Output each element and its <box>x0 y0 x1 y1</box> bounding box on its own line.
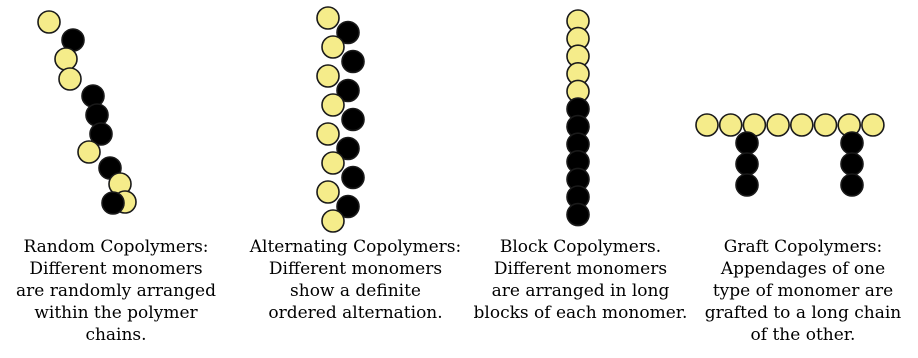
monomer-a-random <box>58 67 82 91</box>
caption-line: Different monomers <box>268 259 443 279</box>
monomer-b-graft <box>735 131 759 155</box>
caption-line: Different monomers <box>29 259 203 279</box>
monomer-b-random <box>101 191 125 215</box>
monomer-a-alternating <box>321 151 345 175</box>
monomer-a-random <box>37 10 61 34</box>
caption-graft: Graft Copolymers: Appendages of one type… <box>690 236 916 346</box>
caption-line: Alternating Copolymers: <box>249 237 462 257</box>
monomer-a-alternating <box>316 6 340 30</box>
monomer-b-random <box>81 84 105 108</box>
monomer-b-graft <box>735 173 759 197</box>
monomer-b-alternating <box>336 78 360 103</box>
caption-line: Random Copolymers: <box>23 237 209 257</box>
monomer-a-graft <box>766 113 790 137</box>
monomer-b-graft <box>840 152 864 176</box>
caption-line: chains. <box>85 325 147 345</box>
monomer-b-block <box>566 202 590 227</box>
monomer-b-alternating <box>341 107 365 132</box>
monomer-a-graft <box>861 113 885 137</box>
caption-line: blocks of each monomer. <box>473 303 688 323</box>
monomer-b-alternating <box>336 136 360 161</box>
monomer-a-alternating <box>321 209 345 233</box>
monomer-b-alternating <box>341 165 365 190</box>
monomer-a-graft <box>718 113 743 137</box>
copolymer-chains <box>37 6 885 233</box>
caption-line: Block Copolymers. <box>499 237 662 257</box>
monomer-b-graft <box>840 131 864 155</box>
monomer-a-alternating <box>316 64 340 88</box>
monomer-a-alternating <box>321 35 345 59</box>
caption-line: grafted to a long chain <box>704 303 902 323</box>
caption-line: type of monomer are <box>712 281 894 301</box>
monomer-a-graft <box>813 113 838 137</box>
monomer-b-alternating <box>336 20 360 45</box>
caption-line: Appendages of one <box>720 259 886 279</box>
monomer-a-alternating <box>316 180 340 204</box>
monomer-b-alternating <box>336 194 360 219</box>
monomer-a-alternating <box>321 93 345 117</box>
monomer-a-graft <box>695 113 719 137</box>
caption-line: ordered alternation. <box>268 303 443 323</box>
caption-line: within the polymer <box>34 303 198 323</box>
monomer-a-random <box>54 47 78 71</box>
monomer-a-graft <box>789 113 814 137</box>
caption-random: Random Copolymers: Different monomers ar… <box>2 236 230 346</box>
monomer-b-alternating <box>341 49 365 74</box>
caption-line: are randomly arranged <box>16 281 216 301</box>
monomer-a-random <box>77 140 101 164</box>
caption-line: Different monomers <box>493 259 668 279</box>
caption-line: of the other. <box>750 325 856 345</box>
monomer-b-random <box>85 103 109 127</box>
caption-alternating: Alternating Copolymers: Different monome… <box>233 236 478 324</box>
monomer-b-random <box>89 122 113 146</box>
caption-line: are arranged in long <box>491 281 670 301</box>
caption-line: show a definite <box>290 281 421 301</box>
monomer-b-graft <box>735 152 759 176</box>
caption-line: Graft Copolymers: <box>723 237 883 257</box>
monomer-b-graft <box>840 173 864 197</box>
caption-block: Block Copolymers. Different monomers are… <box>458 236 703 324</box>
monomer-a-alternating <box>316 122 340 146</box>
